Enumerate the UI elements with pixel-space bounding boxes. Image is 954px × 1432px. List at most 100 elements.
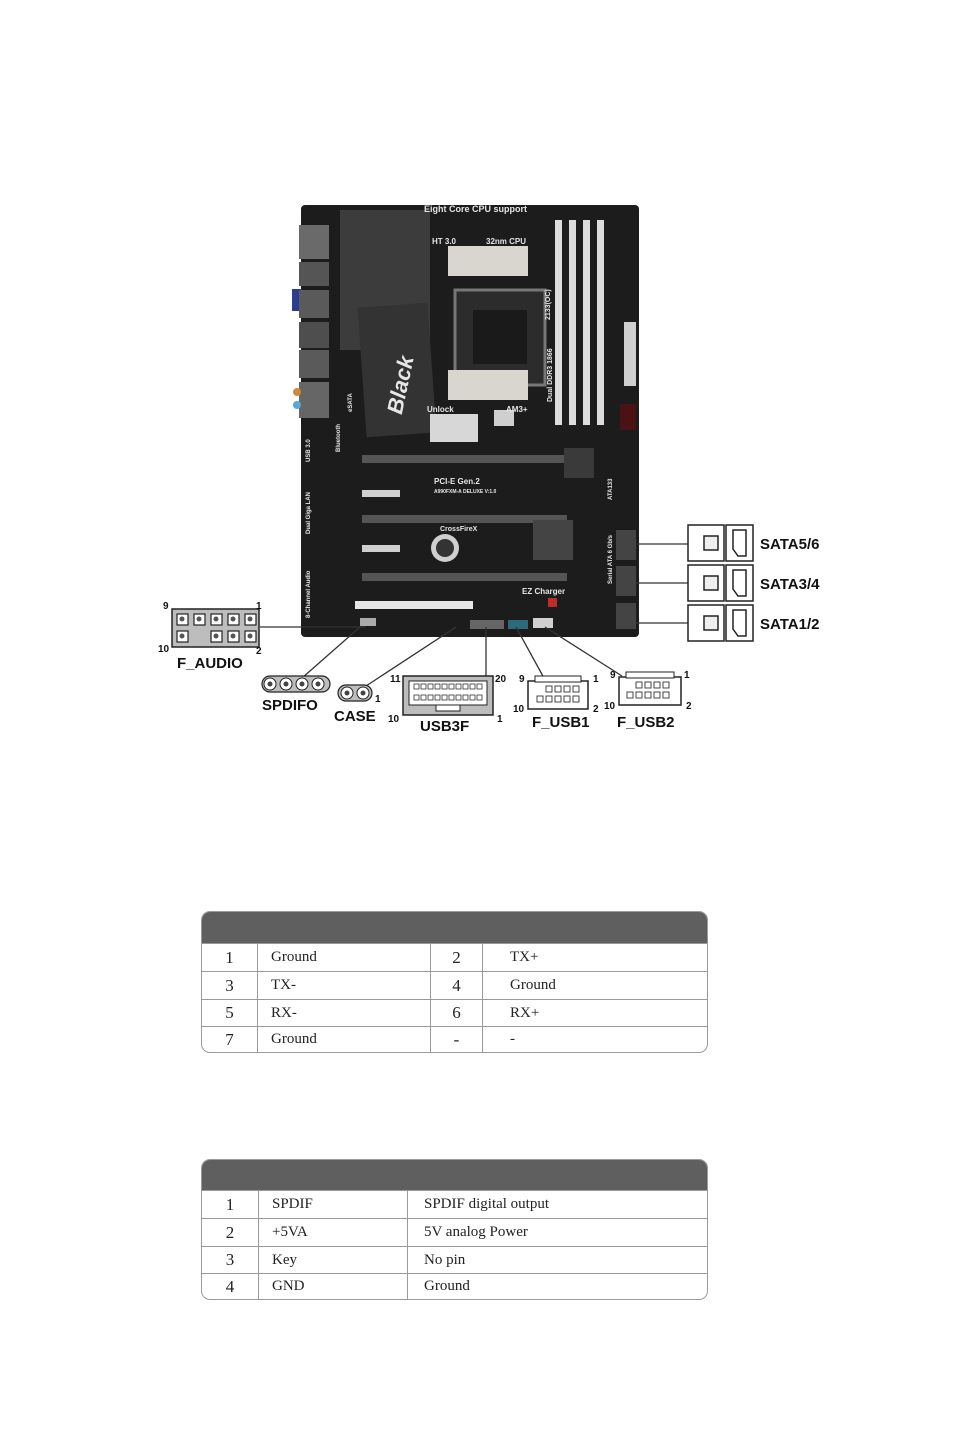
silk-ata: ATA133 bbox=[608, 478, 614, 500]
table-row: 7 Ground - - bbox=[202, 1026, 707, 1052]
pin-usb3f-11: 11 bbox=[390, 674, 401, 685]
label-f-audio: F_AUDIO bbox=[177, 655, 243, 672]
pin-f-usb1-10: 10 bbox=[513, 704, 525, 715]
usb3f-header bbox=[402, 675, 494, 716]
silk-usb3: USB 3.0 bbox=[306, 439, 312, 462]
silk-audio: 8-Channel Audio bbox=[306, 570, 312, 618]
pin-description: No pin bbox=[407, 1247, 707, 1273]
pin-f-usb1-1: 1 bbox=[593, 674, 599, 685]
silk-ht: HT 3.0 bbox=[432, 237, 457, 246]
pin-signal: SPDIF bbox=[258, 1191, 407, 1218]
pin-definition: - bbox=[482, 1027, 707, 1052]
pin-f-usb2-1: 1 bbox=[684, 670, 690, 681]
table-row: 4 GND Ground bbox=[202, 1273, 707, 1299]
pin-number: 4 bbox=[225, 1276, 235, 1296]
sata-table-header bbox=[202, 912, 707, 943]
silk-socket: AM3+ bbox=[506, 405, 528, 414]
silk-bluetooth: Bluetooth bbox=[336, 424, 342, 452]
f-usb1-header bbox=[527, 675, 589, 710]
pin-f-usb2-2: 2 bbox=[686, 701, 692, 712]
silk-cpu-process: 32nm CPU bbox=[486, 237, 526, 246]
label-spdifo: SPDIFO bbox=[262, 697, 318, 714]
pin-number: 3 bbox=[225, 975, 234, 995]
label-sata34: SATA3/4 bbox=[760, 576, 820, 593]
table-row: 1 Ground 2 TX+ bbox=[202, 943, 707, 971]
atx-power-connector bbox=[624, 322, 636, 386]
pin-description: Ground bbox=[407, 1274, 707, 1299]
table-row: 1 SPDIF SPDIF digital output bbox=[202, 1190, 707, 1218]
pin-f-usb2-9: 9 bbox=[610, 670, 616, 681]
pin-number: 4 bbox=[430, 972, 482, 999]
pin-signal: +5VA bbox=[258, 1219, 407, 1246]
label-usb3f: USB3F bbox=[420, 718, 469, 735]
pin-usb3f-20: 20 bbox=[495, 674, 507, 685]
sata12-connector bbox=[687, 604, 754, 642]
motherboard-diagram: Eight Core CPU support HT 3.0 32nm CPU B… bbox=[158, 204, 820, 735]
rear-io-panel bbox=[292, 225, 329, 418]
pin-description: SPDIF digital output bbox=[407, 1191, 707, 1218]
silk-crossfire: CrossFireX bbox=[440, 526, 478, 533]
pin-usb3f-1: 1 bbox=[497, 714, 503, 725]
pin-number: 3 bbox=[225, 1250, 235, 1269]
pin-definition: Ground bbox=[257, 944, 430, 971]
pin-definition: TX+ bbox=[482, 944, 707, 971]
label-sata56: SATA5/6 bbox=[760, 536, 819, 553]
spdif-pin-table: 1 SPDIF SPDIF digital output 2 +5VA 5V a… bbox=[201, 1159, 708, 1300]
case-header bbox=[337, 684, 373, 702]
pin-definition: RX+ bbox=[482, 1000, 707, 1026]
chipset bbox=[430, 404, 636, 562]
sata56-connector bbox=[687, 524, 754, 562]
silk-model: A990FXM-A DELUXE V:1.0 bbox=[434, 489, 497, 495]
pin-number: 6 bbox=[430, 1000, 482, 1026]
silk-pcie: PCI-E Gen.2 bbox=[434, 477, 480, 486]
pin-number: 7 bbox=[225, 1029, 234, 1049]
f-usb2-header bbox=[618, 671, 682, 706]
label-f-usb1: F_USB1 bbox=[532, 714, 590, 731]
pin-signal: GND bbox=[258, 1274, 407, 1299]
pin-number: 2 bbox=[225, 1222, 235, 1242]
sata34-connector bbox=[687, 564, 754, 602]
vrm-heatsink bbox=[340, 210, 437, 438]
label-sata12: SATA1/2 bbox=[760, 616, 819, 633]
table-row: 3 TX- 4 Ground bbox=[202, 971, 707, 999]
spdifo-header bbox=[261, 675, 331, 693]
sata-ports-onboard bbox=[616, 530, 636, 629]
table-row: 3 Key No pin bbox=[202, 1246, 707, 1273]
pin-description: 5V analog Power bbox=[407, 1219, 707, 1246]
pin-case-1: 1 bbox=[375, 694, 381, 705]
pin-number: 2 bbox=[430, 944, 482, 971]
pin-definition: Ground bbox=[257, 1027, 430, 1052]
memory-slots bbox=[555, 220, 604, 425]
pin-f-audio-1: 1 bbox=[256, 601, 262, 612]
leader-lines bbox=[260, 543, 688, 687]
silk-ez-charger: EZ Charger bbox=[522, 587, 565, 596]
silk-esata: eSATA bbox=[348, 393, 354, 412]
sata-pin-table: 1 Ground 2 TX+ 3 TX- 4 Ground 5 RX- 6 RX… bbox=[201, 911, 708, 1053]
pin-definition: Ground bbox=[482, 972, 707, 999]
pin-f-audio-10: 10 bbox=[158, 644, 170, 655]
table-row: 2 +5VA 5V analog Power bbox=[202, 1218, 707, 1246]
silk-memory-oc: 2133(OC) bbox=[545, 289, 552, 320]
pin-f-usb2-10: 10 bbox=[604, 701, 616, 712]
silk-unlock: Unlock bbox=[427, 405, 454, 414]
silk-lan: Dual Giga LAN bbox=[306, 492, 312, 534]
label-case: CASE bbox=[334, 708, 376, 725]
table-row: 5 RX- 6 RX+ bbox=[202, 999, 707, 1026]
f-audio-header bbox=[171, 608, 260, 648]
pin-number: - bbox=[430, 1027, 482, 1052]
silk-cpu-support: Eight Core CPU support bbox=[424, 204, 527, 214]
silk-memory: Dual DDR3 1866 bbox=[547, 348, 554, 402]
pin-f-usb1-2: 2 bbox=[593, 704, 599, 715]
label-f-usb2: F_USB2 bbox=[617, 714, 675, 731]
pin-signal: Key bbox=[258, 1247, 407, 1273]
pin-f-usb1-9: 9 bbox=[519, 674, 525, 685]
pin-number: 1 bbox=[225, 1194, 235, 1214]
pin-number: 5 bbox=[225, 1003, 234, 1022]
pin-number: 1 bbox=[225, 947, 234, 967]
silk-serial-ata: Serial ATA 6 Gb/s bbox=[608, 534, 614, 584]
expansion-slots bbox=[355, 455, 567, 609]
pin-f-audio-9: 9 bbox=[163, 601, 169, 612]
pin-definition: RX- bbox=[257, 1000, 430, 1026]
spdif-table-header bbox=[202, 1160, 707, 1190]
onboard-headers bbox=[360, 598, 557, 629]
